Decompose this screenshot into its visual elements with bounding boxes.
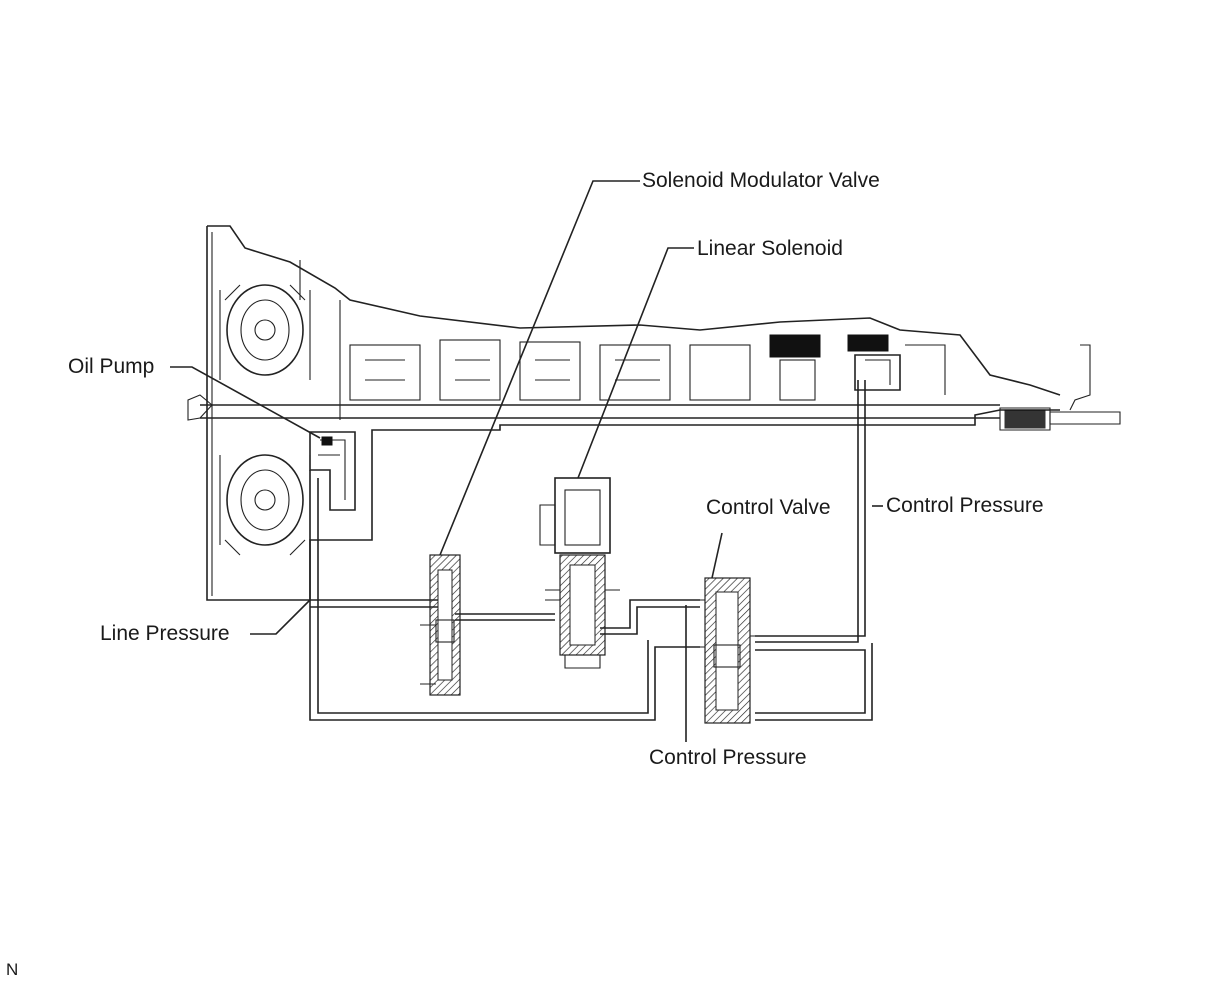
oil-pump <box>309 431 356 511</box>
linear-solenoid-label: Linear Solenoid <box>697 237 843 260</box>
gear-sets <box>349 334 946 401</box>
line-pressure-label: Line Pressure <box>100 622 230 645</box>
control-pressure-bottom-label: Control Pressure <box>649 746 807 769</box>
corner-mark: N <box>6 960 19 979</box>
control-pressure-right-label: Control Pressure <box>886 494 1044 517</box>
oil-pump-label: Oil Pump <box>68 355 155 378</box>
control-valve <box>690 577 765 724</box>
control-valve-label: Control Valve <box>706 496 831 519</box>
torque-converter <box>219 284 311 556</box>
hydraulic-lines <box>309 380 873 721</box>
solenoid-modulator-valve <box>420 554 461 696</box>
solenoid-modulator-valve-label: Solenoid Modulator Valve <box>642 169 880 192</box>
linear-solenoid <box>539 477 620 669</box>
transmission-housing <box>187 225 1121 601</box>
leader-lines <box>170 180 883 742</box>
